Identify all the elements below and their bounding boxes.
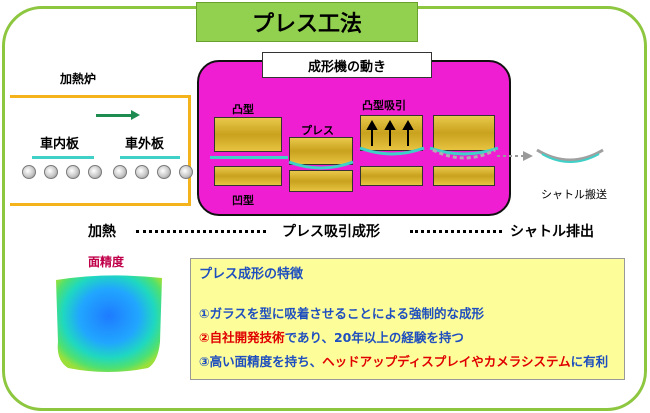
furnace-label: 加熱炉 [60,72,97,86]
shuttle-transfer-arrow [432,148,604,163]
feature-item-1: ①ガラスを型に吸着させることによる強制的な成形 [199,303,484,322]
feature-item-2-text: であり、20年以上の経験を持つ [284,330,464,345]
release-upper-die [433,115,495,151]
features-panel: プレス成形の特徴 ①ガラスを型に吸着させることによる強制的な成形 ②自社開発技術… [190,258,625,380]
process-step-shuttle: シャトル排出 [510,224,594,240]
feature-item-3-text-a: ③高い面精度を持ち、 [199,354,323,369]
outer-glass-sheet [120,156,180,159]
surface-precision-map [56,275,162,372]
pressed-glass-curve [288,160,354,170]
features-title: プレス成形の特徴 [199,267,304,282]
page-title: プレス工法 [196,2,418,42]
roller [113,165,127,179]
feature-item-3: ③高い面精度を持ち、ヘッドアップディスプレイやカメラシステムに有利 [199,351,608,370]
press-step-label: プレス [301,124,334,137]
roller [135,165,149,179]
furnace-top-wall [10,95,190,98]
feature-item-2: ②自社開発技術であり、20年以上の経験を持つ [199,327,464,346]
roller [44,165,58,179]
feature-item-3-text-b: に有利 [570,354,609,369]
furnace-bottom-wall [10,203,191,206]
process-dots-2 [410,230,502,233]
lower-die-label: 凹型 [232,194,254,207]
roller [88,165,102,179]
suction-step-label: 凸型吸引 [362,99,406,112]
furnace-right-wall [188,95,191,205]
suction-glass-curve [359,146,425,156]
precision-label: 面精度 [88,255,125,269]
inner-panel-label: 車内板 [40,137,80,152]
roller [179,165,193,179]
outer-panel-label: 車外板 [125,137,165,152]
process-step-heating: 加熱 [88,224,116,240]
lower-die [214,166,282,186]
release-lower-die [433,166,495,186]
glass-sheet-step1 [210,156,288,159]
shuttle-label: シャトル搬送 [541,188,607,201]
press-upper-die [289,137,353,165]
press-header: 成形機の動き [262,52,432,78]
press-lower-die [289,170,353,192]
roller [22,165,36,179]
transfer-arrow [96,110,140,120]
process-step-press: プレス吸引成形 [282,224,380,240]
inner-glass-sheet [32,156,94,159]
feature-item-2-highlight: ②自社開発技術 [199,330,285,345]
upper-die-label: 凸型 [232,103,254,116]
roller [157,165,171,179]
process-dots-1 [136,230,266,233]
roller [66,165,80,179]
suction-arrows [366,120,414,146]
feature-item-3-highlight: ヘッドアップディスプレイやカメラシステム [322,354,571,369]
upper-die [214,117,282,152]
suction-upper-die [360,115,423,151]
suction-lower-die [360,166,423,186]
feature-item-1-text: ①ガラスを型に吸着させることによる強制的な成形 [199,306,484,321]
